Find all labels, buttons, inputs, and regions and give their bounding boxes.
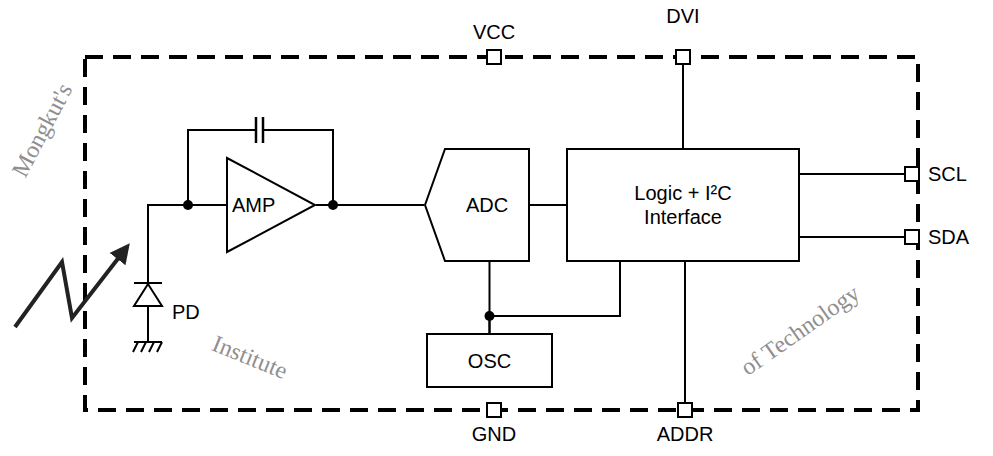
- signal-wires: [148, 64, 905, 403]
- input-wire: [148, 205, 226, 282]
- capacitor-plate: [255, 117, 258, 143]
- ground-hatch: [157, 342, 162, 352]
- light-arrow: [15, 256, 120, 327]
- block-label: AMP: [232, 193, 275, 217]
- signal-connector: [490, 262, 621, 333]
- amplifier-triangle-shape: [227, 158, 315, 252]
- sda-wire: [800, 236, 905, 238]
- junction-dot: [183, 200, 193, 210]
- pin-name: GND: [472, 422, 516, 446]
- signal-connector: [530, 204, 566, 206]
- ground-hatch: [141, 342, 146, 352]
- dvi-wire: [682, 64, 684, 148]
- ground-wire: [147, 306, 149, 342]
- part-name: PD: [172, 300, 200, 324]
- watermark: of Technology: [736, 280, 863, 379]
- block-label: Logic + I²C Interface: [618, 181, 748, 229]
- watermark: Mongkut's: [8, 79, 77, 180]
- oscillator-box: OSC: [426, 333, 553, 388]
- ground-hatch: [133, 342, 138, 352]
- pin-terminal: [487, 403, 501, 417]
- pin-name: VCC: [473, 20, 515, 44]
- pin-terminal: [905, 167, 919, 181]
- pin-terminal: [905, 230, 919, 244]
- watermark: Institute: [209, 331, 291, 383]
- adc-block-shape: [425, 149, 529, 261]
- capacitor-plate: [262, 117, 265, 143]
- diode-triangle: [134, 284, 162, 306]
- pin-name: DVI: [666, 4, 699, 28]
- pin-terminal: [678, 403, 692, 417]
- pin-terminal: [676, 50, 690, 64]
- block-label: OSC: [468, 349, 511, 373]
- addr-wire: [684, 262, 686, 403]
- photodiode-symbol: [134, 283, 162, 342]
- adc-block: ADC: [424, 148, 530, 262]
- pin-terminal: [487, 50, 501, 64]
- junction-dot: [328, 200, 338, 210]
- pin-name: SCL: [928, 162, 967, 186]
- logic-box: Logic + I²C Interface: [566, 148, 800, 262]
- chip-boundary: [85, 57, 918, 410]
- amplifier-triangle: AMP: [226, 157, 316, 253]
- pin-name: SDA: [928, 225, 969, 249]
- junction-dot: [485, 311, 495, 321]
- scl-wire: [800, 173, 905, 175]
- ground-hatch: [149, 342, 154, 352]
- block-label: ADC: [466, 193, 508, 217]
- ground-symbol: [133, 342, 162, 352]
- pin-name: ADDR: [657, 422, 714, 446]
